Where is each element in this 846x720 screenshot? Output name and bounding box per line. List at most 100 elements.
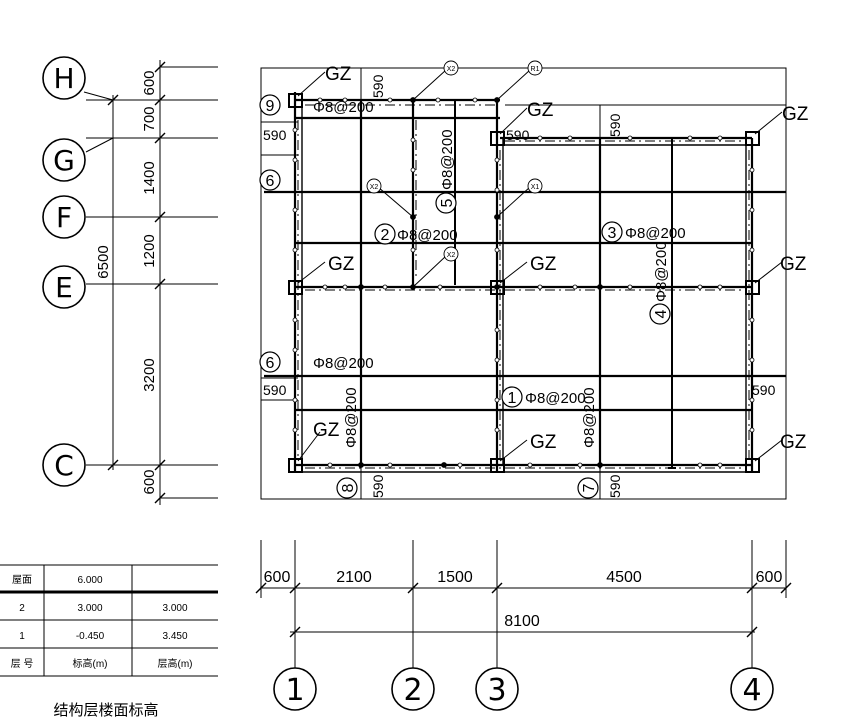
axis-bubble-h: [42, 56, 86, 100]
gz-labels: GZ GZ GZ GZ GZ GZ GZ GZ GZ: [313, 64, 809, 453]
marker-x2-mid: X2: [447, 252, 456, 259]
spec-top: Φ8@200: [313, 99, 374, 116]
clear-590-bottom-right-vert: 590: [607, 474, 623, 498]
clear-590-top-vert: 590: [370, 74, 386, 98]
marker-r1: R1: [531, 66, 540, 73]
table-elev-1: -0.450: [76, 631, 105, 642]
spec-left-mid: Φ8@200: [313, 355, 374, 372]
gz-label-2: GZ: [527, 100, 554, 121]
axis-bubble-e: [42, 265, 86, 309]
table-floor-2: 2: [19, 603, 25, 614]
axis-label-f: F: [56, 201, 72, 234]
bar-number-7: 7: [581, 483, 598, 492]
bar-number-labels: 9 6 6 2 3 5 4 1 8 7: [266, 98, 670, 492]
spec-bar-5: Φ8@200: [439, 129, 456, 190]
left-grid-axes: [42, 56, 218, 505]
axis-bubble-f: [42, 195, 86, 239]
marker-x2-left: X2: [370, 184, 379, 191]
table-height-2: 3.000: [162, 603, 187, 614]
clear-590-right: 590: [752, 382, 776, 398]
spec-bar-3: Φ8@200: [625, 225, 686, 242]
axis-label-h: H: [53, 62, 74, 95]
axis-bubble-1: [273, 667, 317, 711]
bar-number-4: 4: [653, 309, 670, 318]
gz-label-5: GZ: [530, 254, 557, 275]
axis-label-e: E: [55, 271, 73, 304]
dim-bottom-1500: 1500: [437, 569, 473, 586]
axis-label-3: 3: [487, 673, 506, 708]
plan-frame: [260, 67, 787, 500]
x-marker-labels: X2 R1 X2 X1 X2: [370, 66, 540, 259]
spec-left-bottom: Φ8@200: [343, 387, 360, 448]
dim-left-600-top: 600: [141, 70, 158, 95]
table-header-height: 层高(m): [158, 657, 193, 670]
x-markers: [366, 60, 543, 262]
clear-590-bottom-left-vert: 590: [370, 474, 386, 498]
clear-590-top-left: 590: [263, 127, 287, 143]
axis-label-4: 4: [742, 673, 761, 708]
table-floor-1: 1: [19, 631, 25, 642]
dim-bottom-2100: 2100: [336, 569, 372, 586]
bar-number-2: 2: [381, 227, 390, 244]
dim-left-total: 6500: [95, 245, 112, 278]
beams: [264, 92, 786, 473]
table-elev-2: 3.000: [77, 603, 102, 614]
dim-bottom-4500: 4500: [606, 569, 642, 586]
bar-number-5: 5: [439, 198, 456, 207]
gz-label-7: GZ: [313, 420, 340, 441]
axis-bubble-3: [475, 667, 519, 711]
bottom-dimension-labels: 600 2100 1500 4500 600 8100 1 2 3 4: [264, 569, 783, 708]
gz-label-4: GZ: [328, 254, 355, 275]
bar-number-6-bottom: 6: [266, 355, 275, 372]
gz-label-9: GZ: [780, 432, 807, 453]
axis-label-2: 2: [403, 673, 422, 708]
bottom-dimensions: [255, 540, 792, 711]
gz-label-8: GZ: [530, 432, 557, 453]
elevation-table: [0, 564, 218, 677]
table-header-elev: 标高(m): [73, 657, 108, 670]
table-height-1: 3.450: [162, 631, 187, 642]
spec-bar-4: Φ8@200: [653, 241, 670, 302]
left-axis-labels: H G F E C 600 700 1400 1200 3200 600 650…: [53, 62, 158, 495]
clear-590-right-vert: 590: [607, 113, 623, 137]
axis-bubble-c: [42, 443, 86, 487]
dim-bottom-total: 8100: [504, 613, 540, 630]
axis-label-c: C: [54, 449, 74, 482]
table-caption: 结构层楼面标高: [53, 702, 158, 719]
marker-x2-top: X2: [447, 66, 456, 73]
bar-number-6-top: 6: [266, 173, 275, 190]
axis-label-g: G: [53, 144, 75, 177]
elevation-table-text: 屋面 6.000 2 3.000 3.000 1 -0.450 3.450 层 …: [11, 574, 193, 719]
axis-bubble-4: [730, 667, 774, 711]
dim-left-1400: 1400: [141, 161, 158, 194]
gz-label-1: GZ: [325, 64, 352, 85]
dim-left-3200: 3200: [141, 358, 158, 391]
dim-left-600-bottom: 600: [141, 469, 158, 494]
rebar-markers: [292, 97, 755, 468]
rebar-spec-labels: Φ8@200 Φ8@200 Φ8@200 Φ8@200 Φ8@200 Φ8@20…: [313, 99, 686, 448]
spec-bar-1: Φ8@200: [525, 390, 586, 407]
dim-left-700: 700: [141, 106, 158, 131]
gz-label-3: GZ: [782, 104, 809, 125]
table-floor-roof: 屋面: [12, 574, 32, 586]
dim-left-1200: 1200: [141, 234, 158, 267]
axis-bubble-g: [42, 138, 86, 182]
dim-bottom-600-right: 600: [756, 569, 783, 586]
spec-right-bottom: Φ8@200: [581, 387, 598, 448]
spec-bar-2: Φ8@200: [397, 227, 458, 244]
clear-590-mid-left: 590: [263, 382, 287, 398]
table-header-floor: 层 号: [11, 658, 34, 670]
bar-number-9: 9: [266, 98, 275, 115]
dim-bottom-600-left: 600: [264, 569, 291, 586]
gz-label-6: GZ: [780, 254, 807, 275]
gz-columns: [288, 69, 783, 473]
clear-590-center: 590: [506, 127, 530, 143]
table-elev-roof: 6.000: [77, 575, 102, 586]
bar-number-8: 8: [340, 483, 357, 492]
axis-bubble-2: [391, 667, 435, 711]
axis-label-1: 1: [285, 673, 304, 708]
bar-number-3: 3: [608, 225, 617, 242]
marker-x1: X1: [531, 184, 540, 191]
clearance-labels: 590 590 590 590 590 590 590 590: [263, 74, 776, 498]
